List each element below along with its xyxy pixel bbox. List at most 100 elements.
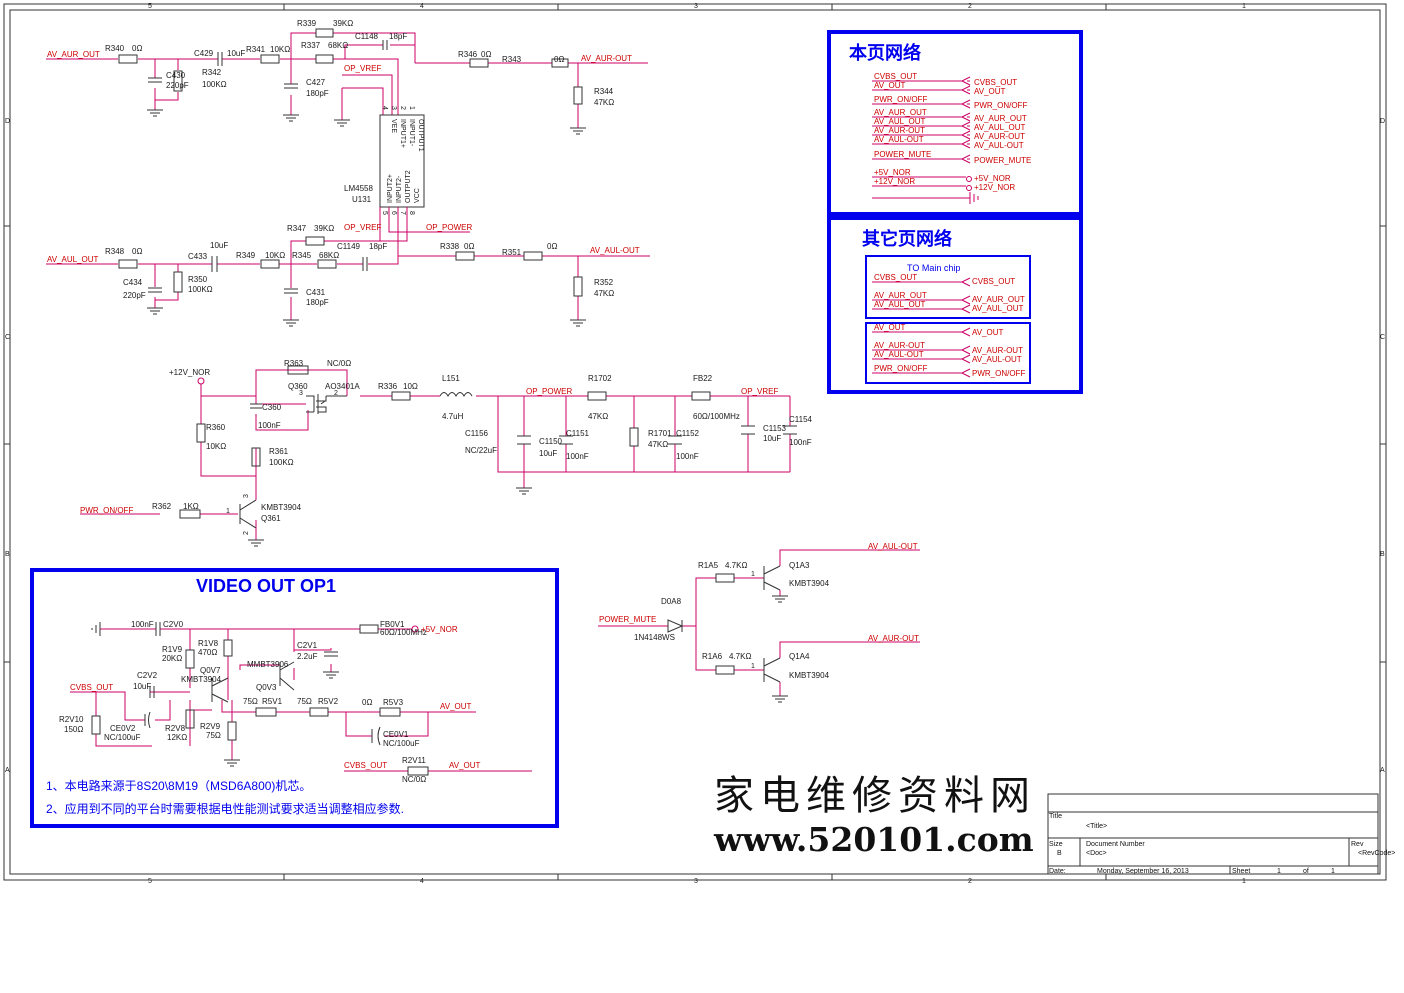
val-c360: 100nF <box>258 421 281 430</box>
ref-q360: Q360 <box>288 382 308 391</box>
ref-r1701: R1701 <box>648 429 672 438</box>
val-c427: 180pF <box>306 89 329 98</box>
tb-doc-label: Document Number <box>1086 841 1145 848</box>
other-page-net-right: CVBS_OUT <box>972 277 1015 286</box>
val-r5v3: 0Ω <box>362 698 372 707</box>
val-c1153: 10uF <box>763 434 781 443</box>
this-page-net-right: AV_OUT <box>974 87 1006 96</box>
ref-r5v3: R5V3 <box>383 698 404 707</box>
val-c434: 220pF <box>123 291 146 300</box>
val-c1151: 100nF <box>566 452 589 461</box>
ref-fb0v1: FB0V1 <box>380 620 405 629</box>
other-page-net-left: CVBS_OUT <box>874 273 917 282</box>
net-port-line <box>872 154 971 164</box>
ref-c1154: C1154 <box>789 415 813 424</box>
opamp-pin-top: OUTPUT1 <box>417 119 424 152</box>
ref-r351: R351 <box>502 248 522 257</box>
tb-sheet-value: 1 <box>1277 868 1281 875</box>
opamp-pin-bot: OUTPUT2 <box>405 170 412 203</box>
title-block <box>1047 793 1379 875</box>
other-page-net-right: PWR_ON/OFF <box>972 369 1025 378</box>
net-port-line <box>872 368 971 378</box>
val-c1148: 18pF <box>389 32 407 41</box>
opamp-pin-top: INPUT1- <box>408 119 415 147</box>
ref-r350: R350 <box>188 275 208 284</box>
other-page-net-right: AV_AUR_OUT <box>972 295 1025 304</box>
frame-row-label: C <box>5 334 10 341</box>
ref-c1149: C1149 <box>337 242 361 251</box>
other-page-net-left: AV_AUL-OUT <box>874 350 924 359</box>
other-page-net-right: AV_AUL-OUT <box>972 355 1022 364</box>
val-r361: 100KΩ <box>269 458 294 467</box>
video-out-box <box>30 568 559 828</box>
val-q361: KMBT3904 <box>261 503 302 512</box>
val-r360: 10KΩ <box>206 442 226 451</box>
ref-q0v3: Q0V3 <box>256 683 277 692</box>
ref-r342: R342 <box>202 68 222 77</box>
net-av-aur-out: AV_AUR_OUT <box>47 50 100 59</box>
ref-r362: R362 <box>152 502 172 511</box>
net-port-line <box>872 277 971 287</box>
video-out-title: VIDEO OUT OP1 <box>196 576 336 596</box>
pin-num: 3 <box>243 494 250 498</box>
net-op-vref: OP_VREF <box>344 223 381 232</box>
other-page-net-left: AV_AUR_OUT <box>874 291 927 300</box>
ref-r1v8: R1V8 <box>198 639 219 648</box>
this-page-net-labels: 本页网络CVBS_OUTCVBS_OUTAV_OUTAV_OUTPWR_ON/O… <box>849 42 1031 204</box>
net-av-aur-out-dash: AV_AUR-OUT <box>581 54 632 63</box>
other-page-net-left: AV_AUL_OUT <box>874 300 926 309</box>
video-note-2: 2、应用到不同的平台时需要根据电性能测试要求适当调整相应参数. <box>46 801 404 816</box>
net-port-circle <box>966 176 972 182</box>
opamp-ref: U131 <box>352 195 372 204</box>
val-c429: 10uF <box>227 49 245 58</box>
val-r349: 10KΩ <box>265 251 285 260</box>
video-note-1: 1、本电路来源于8S20\8M19（MSD6A800)机芯。 <box>46 778 311 793</box>
val-c1149: 18pF <box>369 242 387 251</box>
tb-size-label: Size <box>1049 841 1063 848</box>
this-page-net-left: +12V_NOR <box>874 177 915 186</box>
this-page-net-right: CVBS_OUT <box>974 78 1017 87</box>
ref-r1a6: R1A6 <box>702 652 723 661</box>
ref-r2v10: R2V10 <box>59 715 84 724</box>
ref-c430: C430 <box>166 71 186 80</box>
ref-r352: R352 <box>594 278 614 287</box>
val-c431: 180pF <box>306 298 329 307</box>
net-pwr-on-off: PWR_ON/OFF <box>80 506 133 515</box>
net-op-power: OP_POWER <box>526 387 572 396</box>
opamp-pin-num: 7 <box>399 211 406 215</box>
opamp-part: LM4558 <box>344 184 373 193</box>
val-r352: 47KΩ <box>594 289 614 298</box>
val-ce0v2: NC/100uF <box>104 733 141 742</box>
pin-num: 1 <box>751 663 755 670</box>
opamp-pin-top: INPUT1+ <box>399 119 406 148</box>
val-c2v1: 2.2uF <box>297 652 318 661</box>
val-d0a8: 1N4148WS <box>634 633 675 642</box>
this-page-net-right: POWER_MUTE <box>974 156 1031 165</box>
tb-doc-value: <Doc> <box>1086 850 1107 857</box>
ref-c1156: C1156 <box>465 429 489 438</box>
watermark-url: www.520101.com <box>713 820 1034 859</box>
opamp-pin-bot: INPUT2+ <box>387 174 394 203</box>
val-q360: AO3401A <box>325 382 360 391</box>
tb-size-value: B <box>1057 850 1062 857</box>
val-r348: 0Ω <box>132 247 142 256</box>
net-port-line <box>872 345 971 355</box>
net-port-line <box>872 139 971 149</box>
net-port-line <box>872 112 971 122</box>
ref-r346: R346 <box>458 50 478 59</box>
ref-c431: C431 <box>306 288 326 297</box>
this-page-net-left: POWER_MUTE <box>874 150 931 159</box>
net-port-line <box>872 327 971 337</box>
val-r2v11: NC/0Ω <box>402 775 426 784</box>
val-r2v9: 75Ω <box>206 731 221 740</box>
tb-rev-value: <RevCode> <box>1358 850 1395 857</box>
other-page-net-right: AV_OUT <box>972 328 1004 337</box>
val-c1154: 100nF <box>789 438 812 447</box>
val-r347: 39KΩ <box>314 224 334 233</box>
ref-c1150: C1150 <box>539 437 563 446</box>
ref-c1153: C1153 <box>763 424 787 433</box>
